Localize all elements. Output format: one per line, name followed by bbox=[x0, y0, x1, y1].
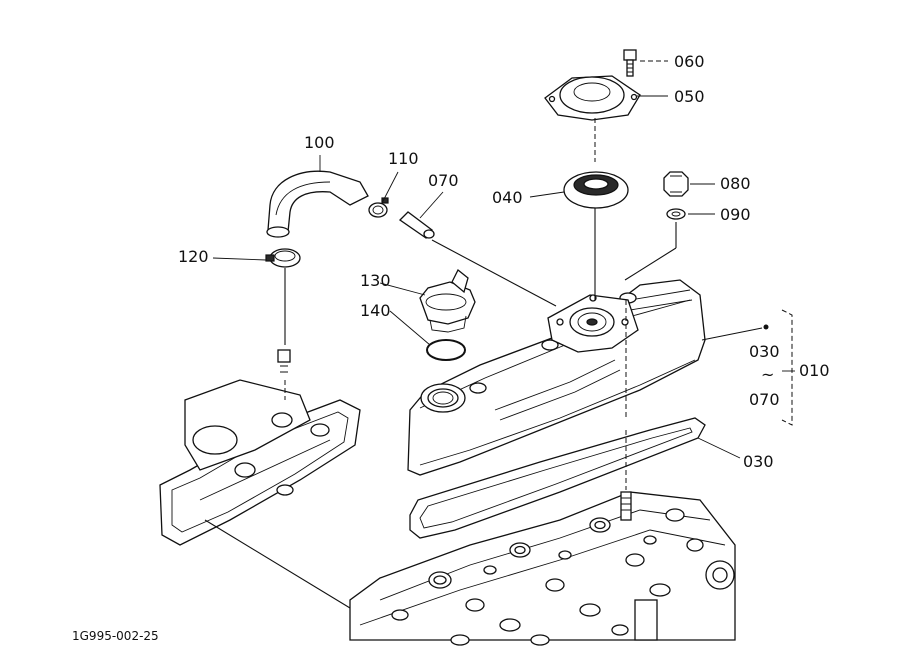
callout-range-tilde: ~ bbox=[761, 365, 774, 384]
hose-fitting bbox=[277, 349, 291, 373]
assembly-lines bbox=[204, 118, 677, 609]
figure-reference: 1G995-002-25 bbox=[72, 629, 159, 643]
breather-cover-050 bbox=[544, 75, 641, 121]
callout-010: 010 bbox=[799, 361, 830, 380]
range-bracket bbox=[781, 309, 793, 426]
head-ports bbox=[391, 508, 735, 646]
callout-070: 070 bbox=[428, 171, 459, 190]
callout-040: 040 bbox=[492, 188, 523, 207]
hose-clamp-120 bbox=[265, 248, 301, 268]
callout-120: 120 bbox=[178, 247, 209, 266]
nut-080 bbox=[663, 171, 689, 197]
callout-140: 140 bbox=[360, 301, 391, 320]
bolt-060 bbox=[623, 49, 637, 77]
callout-070-range-end: 070 bbox=[749, 390, 780, 409]
hose-clamp-110 bbox=[368, 197, 389, 218]
callout-030: 030 bbox=[743, 452, 774, 471]
callout-130: 130 bbox=[360, 271, 391, 290]
oil-filler-cap-130 bbox=[419, 268, 476, 333]
diaphragm-040 bbox=[563, 171, 629, 209]
washer-090 bbox=[666, 208, 686, 220]
breather-hose-100 bbox=[266, 170, 369, 238]
intake-manifold-gasket bbox=[159, 379, 361, 546]
head-stud bbox=[620, 491, 632, 521]
leader-lines bbox=[212, 60, 795, 459]
valve-cover bbox=[407, 279, 706, 476]
callout-labels: 060 050 100 110 070 040 080 090 120 130 … bbox=[178, 52, 830, 471]
callout-030-range-start: 030 bbox=[749, 342, 780, 361]
cover-gasket-030 bbox=[409, 417, 706, 539]
pipe-070 bbox=[398, 211, 435, 239]
cylinder-head bbox=[349, 491, 736, 646]
callout-110: 110 bbox=[388, 149, 419, 168]
leader-dot bbox=[763, 324, 769, 330]
callout-060: 060 bbox=[674, 52, 705, 71]
callout-100: 100 bbox=[304, 133, 335, 152]
callout-080: 080 bbox=[720, 174, 751, 193]
o-ring-140 bbox=[426, 339, 466, 361]
callout-050: 050 bbox=[674, 87, 705, 106]
callout-090: 090 bbox=[720, 205, 751, 224]
